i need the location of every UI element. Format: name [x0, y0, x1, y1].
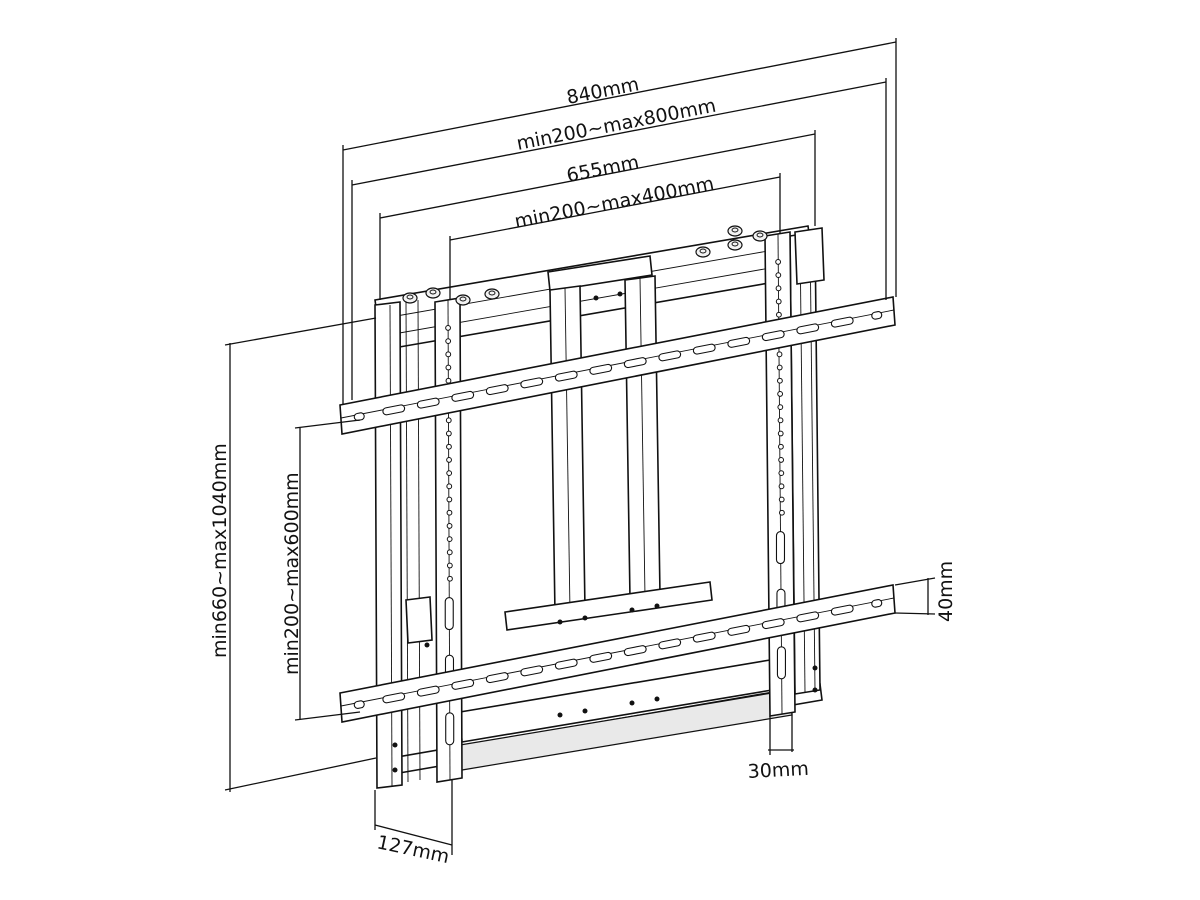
arm-hole: [775, 272, 782, 279]
arm-hole: [445, 430, 452, 437]
arm-hole: [778, 496, 785, 503]
rail-slot: [382, 692, 406, 704]
rail-slot: [589, 651, 613, 663]
bolt: [727, 239, 743, 251]
dimension-lines: [224, 38, 936, 855]
rail-slots: [353, 311, 883, 709]
rail-slot: [416, 685, 440, 697]
bolt: [752, 230, 768, 242]
arm-hole: [777, 377, 783, 384]
rail-slot: [796, 611, 820, 623]
plate-screws: [392, 291, 818, 773]
label-overall-width: 840mm: [565, 73, 641, 109]
arm-slot: [445, 712, 455, 746]
arm-hole: [445, 377, 452, 384]
arm-hole: [445, 417, 452, 424]
arm-hole: [777, 430, 784, 437]
rail-slot: [451, 678, 475, 690]
arm-hole: [778, 483, 785, 490]
label-depth: 127mm: [375, 831, 451, 868]
rail-slot: [692, 343, 716, 355]
arm-slot: [775, 531, 786, 565]
arm-hole: [446, 470, 453, 477]
arm-hole: [776, 364, 783, 371]
arm-hole: [445, 338, 452, 345]
bolt: [695, 246, 711, 258]
arm-hole: [777, 417, 784, 424]
rail-slot: [416, 397, 440, 409]
rail-slot: [830, 316, 854, 328]
bolt: [484, 288, 500, 300]
rail-slot: [871, 599, 883, 608]
rail-slot: [520, 665, 544, 677]
rail-slot: [761, 618, 785, 630]
rail-slot: [830, 604, 854, 616]
label-arm-width: 30mm: [747, 758, 809, 783]
arm-hole: [446, 483, 453, 490]
arm-hole: [779, 509, 785, 516]
rail-slot: [589, 363, 613, 375]
rail-slot: [485, 384, 509, 396]
bolt: [425, 287, 441, 299]
rail-slot: [796, 323, 820, 335]
rail-slot: [727, 624, 751, 636]
rail-slot: [623, 357, 647, 369]
arm-hole: [445, 325, 451, 331]
arm-slot: [776, 646, 786, 680]
rail-slot: [554, 658, 578, 670]
rail-slot: [554, 370, 578, 382]
arm-hole: [446, 549, 453, 556]
arm-hole: [777, 391, 784, 397]
arm-hole: [778, 443, 784, 450]
label-horizontal-adjust-inner: min200~max400mm: [513, 173, 716, 233]
rail-slot: [353, 700, 365, 709]
rail-slot: [658, 350, 682, 362]
bolt: [455, 294, 471, 306]
arm-hole: [775, 259, 782, 265]
arm-hole: [778, 470, 785, 477]
arm-hole: [777, 404, 784, 411]
rail-slot: [692, 631, 716, 643]
rail-slot: [761, 330, 785, 342]
arm-hole: [775, 298, 782, 305]
arm-hole: [446, 443, 452, 450]
label-rail-height: 40mm: [935, 561, 957, 622]
rail-slot: [451, 390, 475, 402]
frame-bolts: [402, 225, 768, 306]
bolt: [727, 225, 743, 237]
rail-slot: [871, 311, 883, 320]
arm-hole: [446, 496, 453, 503]
arm-hole: [446, 523, 453, 529]
bolt: [402, 292, 418, 304]
arm-hole: [447, 575, 453, 582]
arm-hole: [446, 536, 453, 543]
label-frame-width: 655mm: [565, 151, 641, 187]
rail-slot: [520, 377, 544, 389]
arm-hole: [445, 351, 452, 358]
label-vertical-adjust: min200~max600mm: [281, 472, 303, 675]
rail-slot: [623, 645, 647, 657]
arm-slot: [444, 597, 454, 631]
arm-hole: [446, 457, 452, 463]
label-overall-height: min660~max1040mm: [209, 443, 231, 658]
arm-hole: [776, 311, 782, 318]
arm-hole: [776, 351, 783, 358]
arm-hole: [446, 509, 453, 516]
rail-slot: [658, 638, 682, 650]
rail-slot: [382, 404, 406, 416]
arm-hole: [445, 364, 452, 371]
arm-hole: [778, 457, 785, 463]
arm-hole: [775, 285, 782, 292]
rail-slot: [485, 672, 509, 684]
arm-hole: [446, 562, 453, 569]
rail-slot: [727, 336, 751, 348]
label-horizontal-adjust-outer: min200~max800mm: [515, 95, 718, 155]
